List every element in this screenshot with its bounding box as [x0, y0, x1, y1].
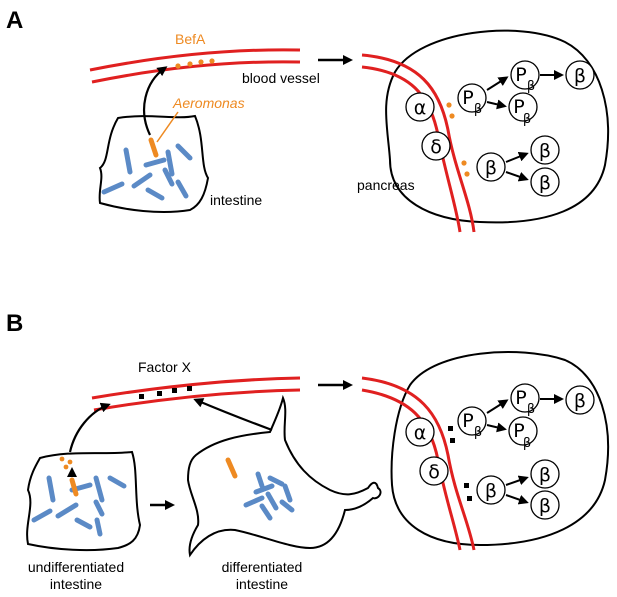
beta-cell-3: β [539, 140, 551, 162]
panel-b-cells [405, 383, 595, 520]
diff-aeromonas [225, 457, 238, 479]
undiff-label-2: intestine [50, 576, 102, 592]
diff-label-2: intestine [236, 576, 288, 592]
panel-a-cells [405, 60, 595, 197]
panel-b-blood-vessel [91, 376, 301, 412]
b-alpha-cell: α [414, 422, 427, 444]
undiff-secretion-arrow [68, 402, 111, 453]
b-progenitor-cell-3: P [513, 420, 524, 442]
b-progenitor-sub-3: β [523, 436, 531, 451]
panel-a-secretion-arrow [143, 66, 168, 136]
panel-b-factor-x-pancreas [448, 426, 472, 501]
b-beta-cell-4: β [539, 495, 551, 517]
beta-cell-4: β [539, 172, 551, 194]
aeromonas-pointer [156, 111, 179, 143]
panel-a-befa-dots-pancreas [446, 102, 470, 177]
aeromonas-label: Aeromonas [172, 95, 245, 111]
undiff-dots [59, 456, 73, 470]
undiff-label-1: undifferentiated [28, 559, 124, 575]
panel-a-letter: A [6, 7, 23, 34]
b-beta-cell-1: β [574, 390, 586, 412]
blood-vessel-label: blood vessel [242, 70, 320, 86]
b-beta-cell-3: β [539, 464, 551, 486]
diff-secretion-arrow [193, 398, 273, 432]
progenitor-sub-1: β [474, 102, 482, 117]
befa-dots [175, 58, 215, 69]
beta-cell-2: β [485, 157, 497, 179]
factor-x-label: Factor X [138, 359, 192, 375]
b-progenitor-sub-1: β [474, 425, 482, 440]
undiff-aeromonas [69, 477, 79, 497]
panel-a-bacteria [101, 143, 193, 201]
pancreas-label: pancreas [357, 177, 415, 193]
befa-label: BefA [175, 31, 206, 47]
panel-a-pancreas [385, 29, 609, 224]
alpha-cell: α [414, 97, 427, 119]
panel-b-cell-arrows [486, 394, 564, 505]
undifferentiated-intestine [26, 450, 142, 552]
progenitor-sub-3: β [523, 112, 531, 127]
diff-bacteria [243, 471, 295, 521]
progenitor-cell-2: P [515, 64, 526, 86]
beta-cell-1: β [574, 65, 586, 87]
progenitor-cell-1: P [462, 87, 473, 109]
differentiated-intestine [186, 394, 382, 558]
panel-b-pancreas [390, 351, 609, 547]
panel-b-letter: B [6, 310, 23, 337]
b-progenitor-cell-1: P [462, 410, 473, 432]
diff-label-1: differentiated [222, 559, 303, 575]
intestine-label: intestine [210, 192, 262, 208]
b-progenitor-cell-2: P [515, 387, 526, 409]
delta-cell: δ [430, 136, 442, 158]
b-beta-cell-2: β [485, 480, 497, 502]
panel-a-cell-arrows [486, 70, 564, 182]
progenitor-cell-3: P [513, 96, 524, 118]
factor-x-squares [139, 386, 192, 399]
undiff-bacteria [31, 475, 127, 537]
b-delta-cell: δ [428, 461, 440, 483]
panel-a-blood-vessel [89, 48, 301, 84]
progenitor-sub-2: β [527, 79, 535, 94]
aeromonas-bacterium [148, 137, 159, 158]
b-progenitor-sub-2: β [527, 402, 535, 417]
